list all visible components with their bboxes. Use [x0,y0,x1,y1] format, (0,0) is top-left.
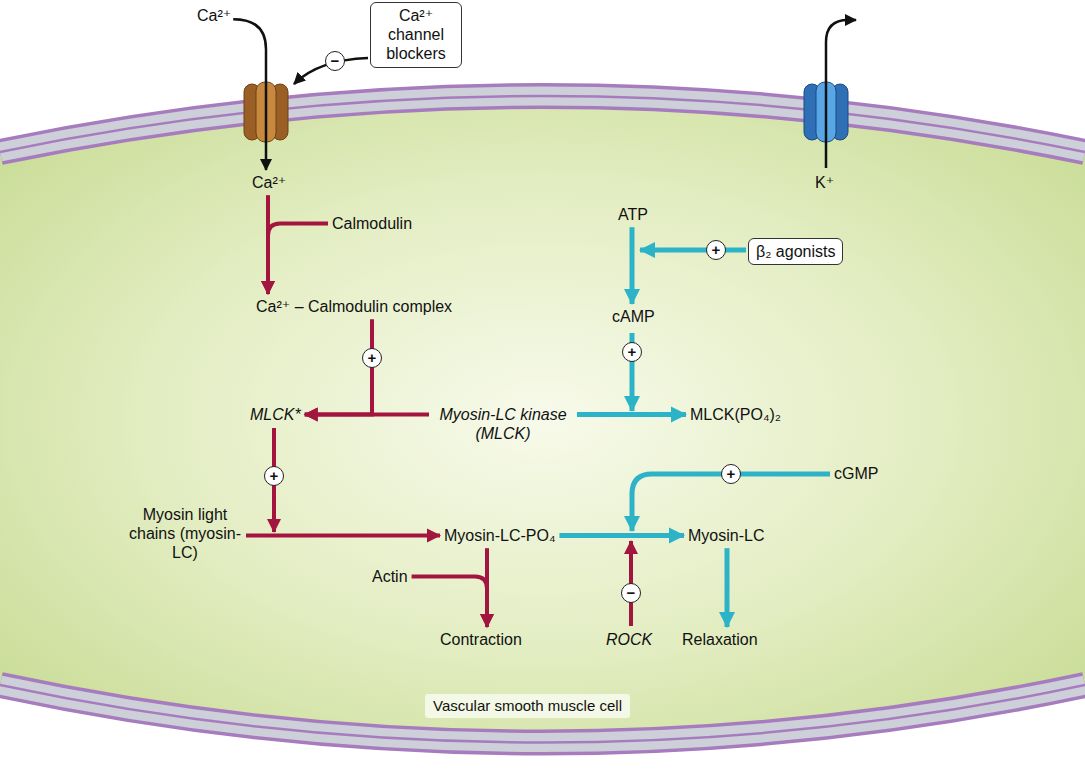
protein-label: Actin [372,567,408,586]
node-text: Myosin light chains (myosin-LC) [129,506,241,561]
pathway-arrow [268,224,328,294]
node-text: Ca²⁺ – Calmodulin complex [256,298,452,315]
bottom-membrane [0,685,1085,743]
complex-label: Ca²⁺ – Calmodulin complex [256,297,452,316]
node-text: MLCK(PO₄)₂ [690,406,781,423]
outcome-label: Contraction [440,630,522,649]
sign-circle: + [706,240,726,260]
node-text: Ca²⁺ channel blockers [386,7,446,62]
sign-circle: − [621,583,641,603]
node-text: Myosin-LC-PO₄ [444,527,555,544]
pathway-arrow [577,412,686,417]
protein-label: Myosin-LC-PO₄ [444,526,555,545]
pathway-arrow [233,19,266,170]
stimulation-arrow [640,248,746,253]
node-text: β₂ agonists [756,243,835,260]
molecule-label: ATP [618,205,648,224]
top-membrane [0,96,1085,152]
sign-circle: − [325,51,345,71]
protein-label: Myosin-LC [688,526,764,545]
enzyme-label: Myosin-LC kinase (MLCK) [433,405,573,443]
node-text: cGMP [834,465,878,482]
pathway-arrow [725,548,730,627]
molecule-label: cGMP [834,464,878,483]
ion-label: Ca²⁺ [197,6,231,25]
enzyme-label: MLCK(PO₄)₂ [690,405,781,424]
cytoplasm [0,96,1085,743]
pathway-arrow [246,534,440,538]
pathway-arrow [305,319,372,414]
pathway-arrow [412,577,487,627]
ion-label: Ca²⁺ [252,173,286,192]
node-text: Actin [372,568,408,585]
outcome-label: Relaxation [682,630,758,649]
node-text: MLCK* [250,406,301,423]
node-text: Myosin-LC kinase (MLCK) [439,406,566,442]
pathway-arrow [559,533,684,538]
node-text: Calmodulin [332,215,412,232]
node-text: Contraction [440,631,522,648]
node-text: Ca²⁺ [252,174,286,191]
cell-caption: Vascular smooth muscle cell [425,694,630,718]
protein-label: Myosin light chains (myosin-LC) [128,505,242,563]
node-text: cAMP [612,308,655,325]
sign-circle: + [362,348,382,368]
efflux-arrow [826,20,856,168]
molecule-label: Calmodulin [332,214,412,233]
molecule-label: cAMP [612,307,655,326]
sign-circle: + [721,464,741,484]
enzyme-label: ROCK [606,630,652,649]
node-text: Ca²⁺ [197,7,231,24]
node-text: K⁺ [815,174,834,191]
ion-label: K⁺ [815,173,834,192]
pathway-arrow [630,227,635,304]
sign-circle: + [264,466,284,486]
node-text: ROCK [606,631,652,648]
node-text: Myosin-LC [688,527,764,544]
drug-box: β₂ agonists [748,238,843,265]
drug-box: Ca²⁺ channel blockers [370,2,462,68]
node-text: ATP [618,206,648,223]
pathway-arrow [305,413,429,417]
sign-circle: + [622,342,642,362]
enzyme-label: MLCK* [250,405,301,424]
node-text: Relaxation [682,631,758,648]
